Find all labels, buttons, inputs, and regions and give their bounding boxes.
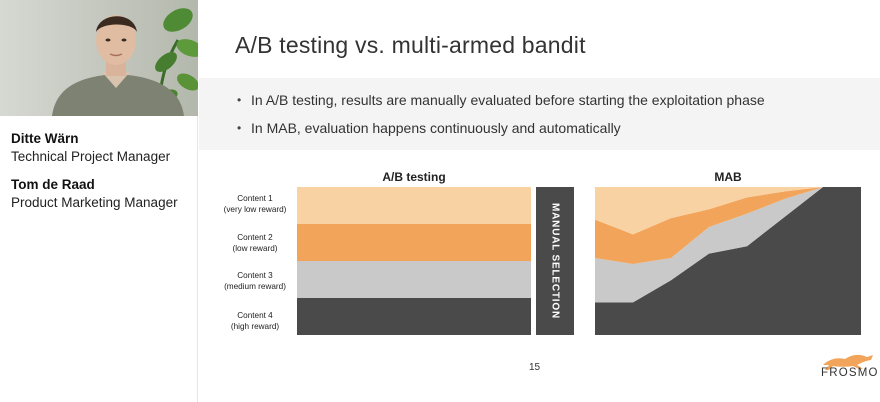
frosmo-logo-icon bbox=[823, 354, 873, 370]
bullet-dot-icon: • bbox=[237, 93, 242, 107]
bullet-text: In A/B testing, results are manually eva… bbox=[251, 92, 765, 108]
manual-selection-bar: MANUAL SELECTION bbox=[536, 187, 574, 335]
mab-chart bbox=[595, 187, 861, 335]
presenter-name: Ditte Wärn bbox=[11, 131, 79, 146]
row-label-name: Content 2 bbox=[237, 233, 273, 242]
bullet-list: • In A/B testing, results are manually e… bbox=[199, 78, 880, 150]
row-label-content-3: Content 3 (medium reward) bbox=[205, 271, 305, 292]
row-label-name: Content 1 bbox=[237, 194, 273, 203]
row-label-reward: (very low reward) bbox=[223, 204, 287, 214]
presenter-1: Ditte Wärn Technical Project Manager bbox=[11, 130, 170, 166]
presenter-2: Tom de Raad Product Marketing Manager bbox=[11, 176, 178, 212]
ab-testing-chart bbox=[297, 187, 531, 335]
ab-band-content-4 bbox=[297, 298, 531, 335]
bullet-item: • In MAB, evaluation happens continuousl… bbox=[237, 120, 621, 136]
mab-chart-title: MAB bbox=[714, 170, 742, 184]
ab-band-content-1 bbox=[297, 187, 531, 224]
row-label-content-4: Content 4 (high reward) bbox=[205, 311, 305, 332]
ab-band-content-3 bbox=[297, 261, 531, 298]
row-label-reward: (high reward) bbox=[230, 321, 280, 331]
mab-area-content-3 bbox=[595, 187, 861, 303]
mab-area-content-1 bbox=[595, 187, 861, 235]
bullet-item: • In A/B testing, results are manually e… bbox=[237, 92, 765, 108]
manual-selection-label: MANUAL SELECTION bbox=[549, 203, 560, 319]
slide-title: A/B testing vs. multi-armed bandit bbox=[235, 32, 586, 58]
bullet-dot-icon: • bbox=[237, 121, 242, 135]
bullet-text: In MAB, evaluation happens continuously … bbox=[251, 120, 621, 136]
row-label-name: Content 3 bbox=[237, 271, 273, 280]
ab-chart-title: A/B testing bbox=[382, 170, 446, 184]
row-label-reward: (medium reward) bbox=[224, 281, 286, 291]
ab-band-content-2 bbox=[297, 224, 531, 261]
row-label-name: Content 4 bbox=[237, 311, 273, 320]
frosmo-logo-text: FROSMO bbox=[821, 367, 879, 379]
manual-selection-background bbox=[536, 187, 574, 335]
page-number: 15 bbox=[529, 362, 541, 373]
presenter-image bbox=[52, 15, 184, 116]
mab-area-content-4 bbox=[595, 187, 861, 335]
presenter-name: Tom de Raad bbox=[11, 177, 95, 192]
row-label-content-2: Content 2 (low reward) bbox=[205, 233, 305, 254]
mab-area-content-2 bbox=[595, 187, 861, 264]
presenter-webcam bbox=[0, 0, 198, 116]
presenter-role: Technical Project Manager bbox=[11, 149, 171, 164]
slide: A/B testing vs. multi-armed bandit • In … bbox=[199, 0, 880, 402]
row-label-reward: (low reward) bbox=[232, 243, 278, 253]
presenter-panel: Ditte Wärn Technical Project Manager Tom… bbox=[0, 0, 198, 402]
presenter-role: Product Marketing Manager bbox=[11, 195, 178, 210]
row-label-content-1: Content 1 (very low reward) bbox=[205, 194, 305, 215]
